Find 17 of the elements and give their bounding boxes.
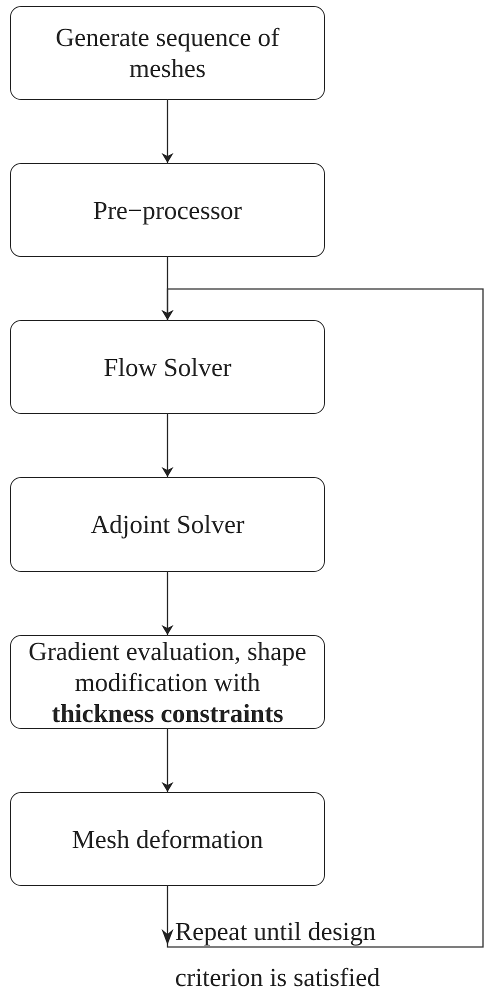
arrow xyxy=(162,100,174,163)
process-box xyxy=(10,792,325,886)
box-label: Mesh deformation xyxy=(72,824,264,854)
process-box xyxy=(10,477,325,572)
edge-label: Repeat until design criterion is satisfied xyxy=(175,916,382,994)
box-label: Gradient evaluation, shape modification with thickness constraints xyxy=(28,636,308,728)
arrow xyxy=(162,729,174,792)
box-label: Pre−processor xyxy=(93,194,242,226)
arrow xyxy=(162,414,174,477)
process-box xyxy=(10,6,325,100)
process-box xyxy=(10,320,325,414)
process-box xyxy=(10,163,325,257)
box-label: Adjoint Solver xyxy=(90,509,244,540)
box-label: Generate sequence of meshes xyxy=(54,22,280,84)
box-label: Flow Solver xyxy=(104,352,232,382)
arrow xyxy=(162,572,174,635)
loop-arrow xyxy=(162,288,484,948)
